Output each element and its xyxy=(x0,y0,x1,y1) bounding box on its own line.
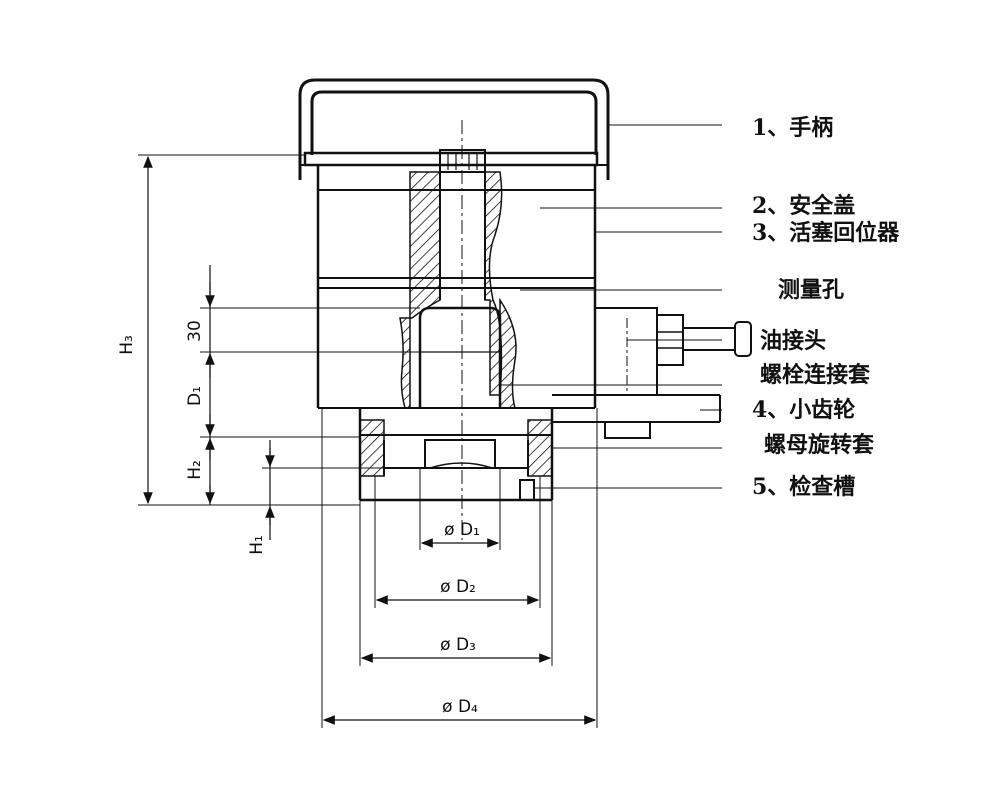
dimension-h2: H₂ xyxy=(185,437,215,505)
leader-lines xyxy=(500,124,722,489)
bolt-sleeve-part xyxy=(418,306,502,408)
h3-label: H₃ xyxy=(117,335,137,355)
h2-label: H₂ xyxy=(185,460,205,480)
safety-cover-part xyxy=(300,151,608,167)
od2-label: ø D₂ xyxy=(440,577,476,597)
dimension-diameters: ø D₁ ø D₂ ø D₃ ø D₄ xyxy=(321,408,598,728)
handle-part xyxy=(298,78,610,180)
part-labels: 1、手柄 2、安全盖 3、活塞回位器 测量孔 油接头 螺栓连接套 4、小齿轮 螺… xyxy=(752,115,900,500)
od1-label: ø D₁ xyxy=(444,520,480,540)
h1-label: H₁ xyxy=(247,535,267,555)
dimension-h3: H₃ xyxy=(117,154,360,506)
label-pinion: 4、小齿轮 xyxy=(752,397,855,423)
label-safety-cover: 2、安全盖 xyxy=(752,193,855,219)
section-hatching xyxy=(359,171,553,477)
label-oil-connector: 油接头 xyxy=(760,328,826,354)
d1-side-label: D₁ xyxy=(185,386,205,406)
label-check-slot: 5、检查槽 xyxy=(752,474,855,500)
piston-return-part xyxy=(439,120,486,540)
label-handle: 1、手柄 xyxy=(752,115,833,141)
cylinder-body xyxy=(316,165,597,409)
label-piston-return: 3、活塞回位器 xyxy=(752,220,900,246)
pinion-part xyxy=(552,394,721,439)
label-bolt-sleeve: 螺栓连接套 xyxy=(760,362,870,388)
check-slot-part xyxy=(519,479,535,501)
thirty-label: 30 xyxy=(185,320,205,342)
od4-label: ø D₄ xyxy=(442,697,478,717)
oil-connector-part xyxy=(594,307,752,396)
dimension-h1: H₁ xyxy=(247,440,384,555)
nut-rotating-sleeve xyxy=(358,408,554,502)
label-measure-hole: 测量孔 xyxy=(778,277,844,303)
dimension-30-d1: 30 D₁ xyxy=(185,265,420,438)
od3-label: ø D₃ xyxy=(440,635,476,655)
label-nut-sleeve: 螺母旋转套 xyxy=(764,432,874,458)
